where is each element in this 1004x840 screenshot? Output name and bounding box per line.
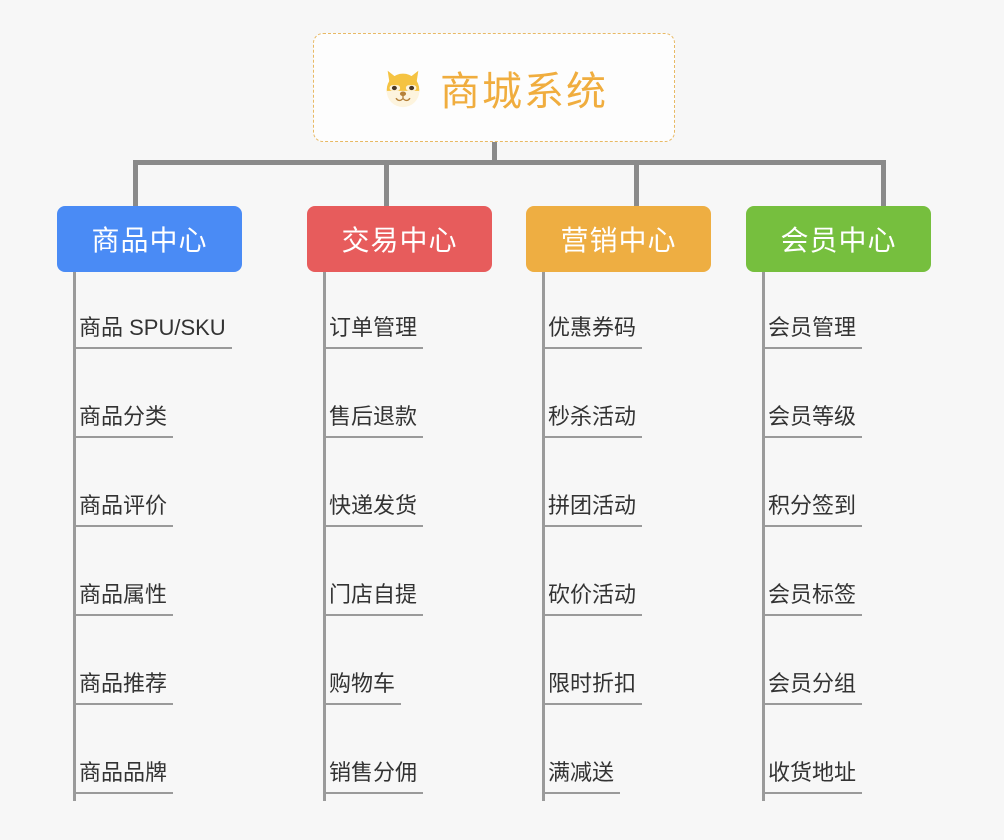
leaf-label: 会员等级 <box>762 399 863 438</box>
category-box-2[interactable]: 交易中心 <box>307 206 492 272</box>
leaf-label: 会员管理 <box>762 310 863 349</box>
leaf-label: 商品分类 <box>73 399 174 438</box>
leaf-item[interactable]: 砍价活动 <box>542 572 643 616</box>
leaf-label: 会员分组 <box>762 666 863 705</box>
category-box-3[interactable]: 营销中心 <box>526 206 711 272</box>
leaf-item[interactable]: 优惠券码 <box>542 305 643 349</box>
leaf-item[interactable]: 会员标签 <box>762 572 863 616</box>
leaf-item[interactable]: 订单管理 <box>323 305 424 349</box>
leaf-label: 会员标签 <box>762 577 863 616</box>
leaf-label: 商品评价 <box>73 488 174 527</box>
leaf-item[interactable]: 积分签到 <box>762 483 863 527</box>
category-title-3: 营销中心 <box>560 225 677 256</box>
leaf-label: 收货地址 <box>762 755 863 794</box>
leaf-item[interactable]: 商品品牌 <box>73 750 174 794</box>
root-node[interactable]: 商城系统 <box>313 33 675 142</box>
leaf-item[interactable]: 快递发货 <box>323 483 424 527</box>
column-spine-2 <box>323 272 326 801</box>
leaf-item[interactable]: 会员等级 <box>762 394 863 438</box>
leaf-item[interactable]: 购物车 <box>323 661 402 705</box>
leaf-label: 商品属性 <box>73 577 174 616</box>
category-box-1[interactable]: 商品中心 <box>57 206 242 272</box>
leaf-label: 拼团活动 <box>542 488 643 527</box>
leaf-item[interactable]: 会员分组 <box>762 661 863 705</box>
leaf-label: 优惠券码 <box>542 310 643 349</box>
connector-bus <box>133 160 886 165</box>
leaf-item[interactable]: 收货地址 <box>762 750 863 794</box>
shiba-dog-emoji <box>380 65 426 111</box>
column-spine-4 <box>762 272 765 801</box>
column-spine-3 <box>542 272 545 801</box>
category-title-1: 商品中心 <box>91 225 208 256</box>
leaf-label: 快递发货 <box>323 488 424 527</box>
leaf-label: 订单管理 <box>323 310 424 349</box>
leaf-label: 购物车 <box>323 666 402 705</box>
leaf-item[interactable]: 售后退款 <box>323 394 424 438</box>
leaf-item[interactable]: 秒杀活动 <box>542 394 643 438</box>
column-spine-1 <box>73 272 76 801</box>
leaf-label: 秒杀活动 <box>542 399 643 438</box>
leaf-item[interactable]: 门店自提 <box>323 572 424 616</box>
leaf-item[interactable]: 商品属性 <box>73 572 174 616</box>
leaf-item[interactable]: 限时折扣 <box>542 661 643 705</box>
leaf-label: 商品 SPU/SKU <box>73 310 232 349</box>
leaf-item[interactable]: 商品分类 <box>73 394 174 438</box>
leaf-label: 砍价活动 <box>542 577 643 616</box>
leaf-label: 商品品牌 <box>73 755 174 794</box>
connector-drop-2 <box>384 160 389 206</box>
leaf-label: 满减送 <box>542 755 621 794</box>
leaf-item[interactable]: 满减送 <box>542 750 621 794</box>
category-title-4: 会员中心 <box>780 225 897 256</box>
leaf-label: 积分签到 <box>762 488 863 527</box>
root-title: 商城系统 <box>440 69 608 114</box>
leaf-item[interactable]: 销售分佣 <box>323 750 424 794</box>
category-title-2: 交易中心 <box>341 225 458 256</box>
connector-trunk <box>492 142 497 164</box>
leaf-item[interactable]: 商品 SPU/SKU <box>73 305 232 349</box>
leaf-label: 限时折扣 <box>542 666 643 705</box>
connector-drop-1 <box>133 160 138 206</box>
leaf-item[interactable]: 拼团活动 <box>542 483 643 527</box>
leaf-item[interactable]: 商品推荐 <box>73 661 174 705</box>
leaf-label: 商品推荐 <box>73 666 174 705</box>
leaf-item[interactable]: 会员管理 <box>762 305 863 349</box>
leaf-label: 售后退款 <box>323 399 424 438</box>
leaf-item[interactable]: 商品评价 <box>73 483 174 527</box>
connector-drop-4 <box>881 160 886 206</box>
leaf-label: 销售分佣 <box>323 755 424 794</box>
connector-drop-3 <box>634 160 639 206</box>
category-box-4[interactable]: 会员中心 <box>746 206 931 272</box>
leaf-label: 门店自提 <box>323 577 424 616</box>
